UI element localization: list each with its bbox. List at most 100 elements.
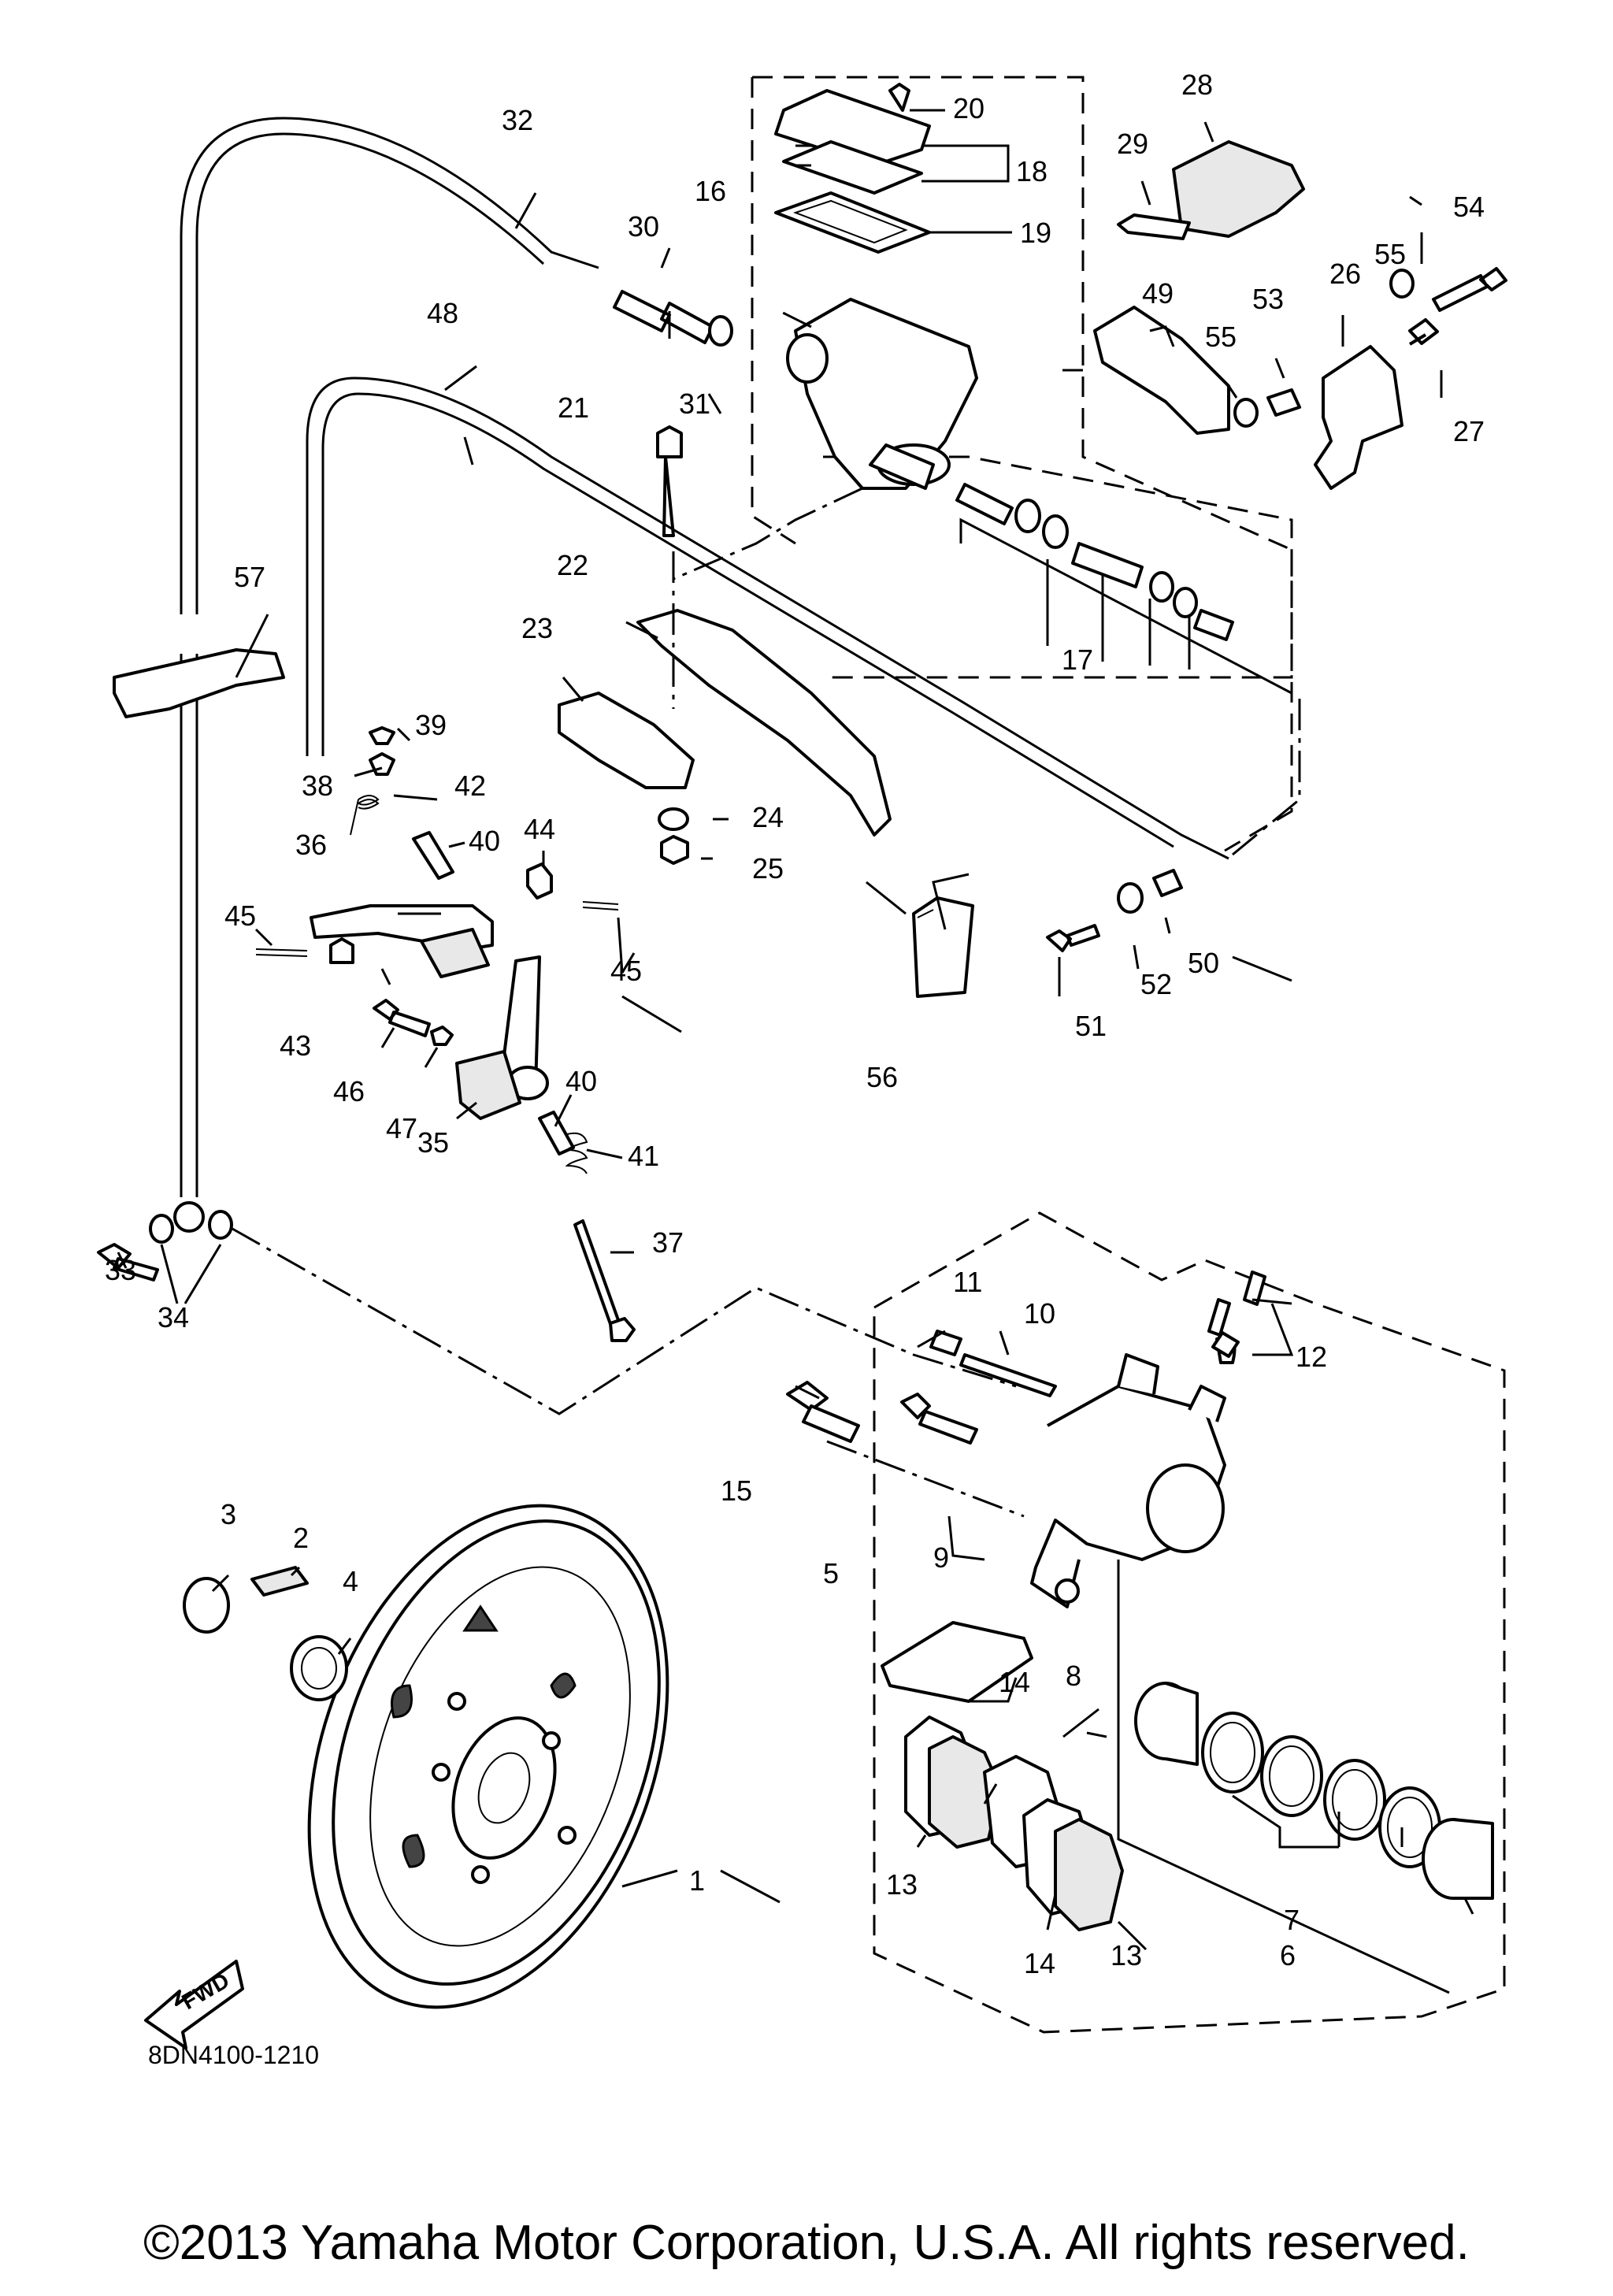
adjuster-30 <box>613 290 714 344</box>
callout-28: 28 <box>1181 69 1213 101</box>
callout-19: 19 <box>1020 217 1051 249</box>
callout-16: 16 <box>695 175 726 207</box>
collar-53 <box>1266 388 1301 417</box>
bolt-54 <box>1432 267 1507 312</box>
clamp-57 <box>113 648 285 718</box>
pedal-block-35 <box>455 1050 521 1120</box>
nut-47 <box>430 1026 454 1046</box>
callout-42: 42 <box>454 770 486 802</box>
collar-50 <box>1152 869 1183 897</box>
callout-47: 47 <box>386 1112 417 1144</box>
callout-48: 48 <box>427 297 458 329</box>
callout-11: 11 <box>953 1266 982 1298</box>
callout-9: 9 <box>933 1541 949 1574</box>
label-56 <box>912 896 974 998</box>
callout-12: 12 <box>1296 1341 1327 1373</box>
callout-4: 4 <box>343 1565 358 1597</box>
callout-21: 21 <box>558 391 589 424</box>
pin-40a <box>412 831 454 880</box>
nut-37 <box>609 1317 636 1342</box>
callout-29: 29 <box>1117 128 1148 160</box>
callout-13a: 13 <box>886 1868 918 1901</box>
callout-6: 6 <box>1280 1939 1296 1971</box>
washer-55b <box>1233 398 1259 428</box>
bracket-26 <box>1314 345 1403 490</box>
leader-lines <box>117 109 1474 1994</box>
callout-40a: 40 <box>469 825 500 857</box>
callout-41: 41 <box>628 1140 659 1172</box>
brake-switch-28 <box>1172 140 1305 238</box>
callout-25: 25 <box>752 852 784 885</box>
callout-18: 18 <box>1016 155 1048 187</box>
lever-bracket-23 <box>558 692 695 789</box>
callout-57: 57 <box>234 561 265 593</box>
washer-52 <box>1117 882 1144 914</box>
callout-51: 51 <box>1075 1010 1107 1042</box>
callout-24: 24 <box>752 801 784 833</box>
bolt-21 <box>656 425 683 537</box>
callout-52: 52 <box>1140 968 1172 1000</box>
washer-34a <box>149 1214 174 1244</box>
callout-3: 3 <box>221 1498 236 1530</box>
spring-42 <box>350 795 380 836</box>
washer-24 <box>658 807 689 831</box>
cotter-45b <box>582 901 619 911</box>
callout-49: 49 <box>1142 277 1174 310</box>
pistons-seals <box>1134 1682 1494 1900</box>
master-cylinder-group-box <box>751 76 1293 852</box>
diaphragm-19 <box>774 191 931 254</box>
callout-7: 7 <box>1284 1904 1300 1936</box>
callout-56: 56 <box>866 1061 898 1093</box>
rod-37 <box>573 1219 624 1337</box>
callout-43: 43 <box>280 1029 311 1062</box>
callout-35: 35 <box>417 1126 449 1159</box>
bolt-43 <box>329 937 354 964</box>
key-2 <box>250 1566 309 1597</box>
bolt-27 <box>1408 318 1439 346</box>
callout-38: 38 <box>302 770 333 802</box>
brake-pads <box>881 1621 1124 1931</box>
cable-32 <box>180 117 599 614</box>
callout-5: 5 <box>823 1557 839 1589</box>
callout-37: 37 <box>652 1226 684 1259</box>
callout-39: 39 <box>415 709 447 741</box>
diagram-code: 8DN4100-1210 <box>148 2041 319 2069</box>
caliper-group-box <box>873 1211 1506 2034</box>
pin-40b <box>538 1111 575 1155</box>
brake-disc <box>307 1504 669 2009</box>
callout-8: 8 <box>1066 1660 1081 1692</box>
callout-36: 36 <box>295 829 327 861</box>
forward-arrow-icon: FWD <box>144 1960 244 2049</box>
pin-44 <box>526 862 553 899</box>
cable-lower <box>180 654 198 1197</box>
callout-53: 53 <box>1252 283 1284 315</box>
callout-17: 17 <box>1062 644 1093 676</box>
callout-2: 2 <box>293 1522 309 1554</box>
cap-39 <box>369 726 395 745</box>
reservoir-cap-18 <box>774 89 931 167</box>
diaphragm-plate-18 <box>782 140 923 195</box>
callout-45a: 45 <box>224 899 256 932</box>
callout-44: 44 <box>524 813 555 845</box>
bolt-51 <box>1046 924 1100 952</box>
callout-34: 34 <box>158 1301 189 1333</box>
callout-30: 30 <box>628 210 659 243</box>
washer-34b <box>208 1210 233 1240</box>
callout-23: 23 <box>521 612 553 644</box>
callout-14b: 14 <box>1024 1947 1055 1979</box>
bolt-33 <box>97 1243 159 1282</box>
master-cylinder <box>786 298 978 490</box>
callout-15: 15 <box>721 1474 752 1507</box>
lever-22 <box>636 609 892 836</box>
cable-32-inner <box>195 132 545 614</box>
callout-33: 33 <box>105 1254 136 1286</box>
callout-labels: 1 2 3 4 5 6 7 8 9 10 11 12 13 13 13 14 1… <box>105 69 1485 2069</box>
screw-20 <box>888 83 910 112</box>
bleed-screw-12 <box>1211 1270 1266 1358</box>
callout-14a: 14 <box>999 1666 1030 1698</box>
callout-54: 54 <box>1453 191 1485 223</box>
callout-46: 46 <box>333 1075 365 1107</box>
spring-41 <box>565 1132 588 1174</box>
washer-31 <box>708 315 733 347</box>
